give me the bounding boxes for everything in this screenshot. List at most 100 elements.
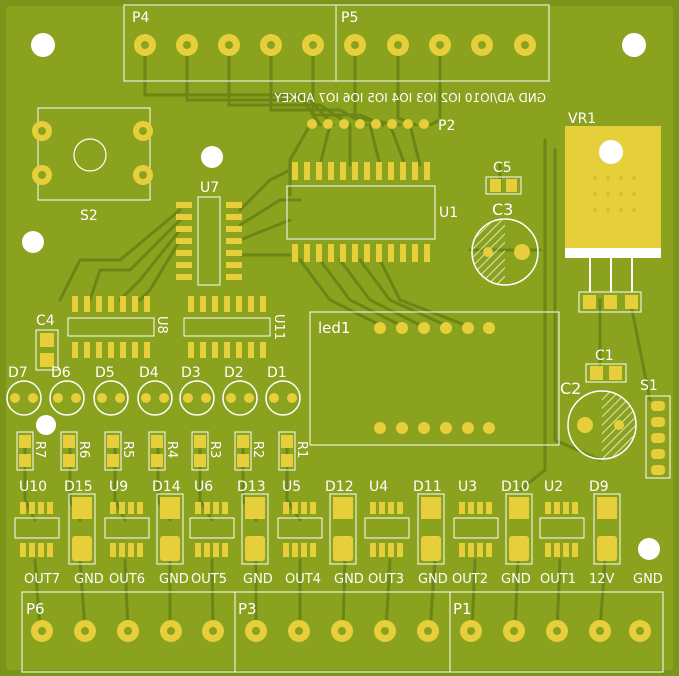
connector-pad (31, 620, 53, 642)
s2-label: S2 (80, 208, 98, 224)
diode-label: D12 (325, 479, 354, 495)
diode-d14: D14 (152, 479, 184, 565)
resistor-r7: R7 (16, 431, 47, 471)
led-label: D2 (224, 365, 244, 381)
driver-u3: U3 (453, 479, 499, 557)
diode-d11: D11 (413, 479, 445, 565)
vr1-label: VR1 (568, 111, 596, 127)
mounting-hole-bottom-right (638, 538, 660, 560)
copper-pour (6, 6, 673, 670)
diode-label: D15 (64, 479, 93, 495)
driver-label: U5 (282, 479, 301, 495)
driver-label: U2 (544, 479, 563, 495)
ic-u11: U11 (183, 296, 286, 358)
mounting-holes (22, 33, 660, 560)
led-d5: D5 (93, 365, 129, 416)
resistor-label: R1 (294, 441, 309, 458)
connector-pad (74, 620, 96, 642)
connector-pad (629, 620, 651, 642)
bottom-pin-label: OUT5 (191, 572, 227, 587)
mounting-hole-top-right (622, 33, 646, 57)
capacitor-c5: C5 (485, 160, 522, 195)
bottom-pin-label: OUT1 (540, 572, 576, 587)
connector-p5: P5 (335, 4, 550, 82)
diode-label: D11 (413, 479, 442, 495)
resistor-row: R7 R6 R5 R4 R3 R2 R1 (16, 431, 309, 471)
connector-pad (160, 620, 182, 642)
bottom-pin-label: OUT2 (452, 572, 488, 587)
bottom-pads (31, 620, 651, 642)
connector-pad (288, 620, 310, 642)
driver-u5: U5 (277, 479, 323, 557)
u7-label: U7 (200, 180, 219, 196)
connector-pad (460, 620, 482, 642)
led-label: D5 (95, 365, 115, 381)
led-label: D4 (139, 365, 159, 381)
connector-pad (202, 620, 224, 642)
capacitor-c2: C2 (560, 379, 637, 460)
led-d6: D6 (49, 365, 85, 416)
mounting-hole-center (201, 146, 223, 168)
u11-label: U11 (271, 314, 286, 340)
resistor-label: R6 (76, 441, 91, 458)
header-p2: P2 (307, 118, 455, 134)
diode-label: D14 (152, 479, 181, 495)
p2-label: P2 (438, 118, 455, 134)
mounting-hole-top-left (31, 33, 55, 57)
led-label: D6 (51, 365, 71, 381)
resistor-r6: R6 (60, 431, 91, 471)
connector-pad (374, 620, 396, 642)
resistor-label: R2 (250, 441, 265, 458)
diode-d13: D13 (237, 479, 269, 565)
mounting-hole-r-left (36, 415, 56, 435)
connector-p4: P4 (123, 4, 337, 82)
resistor-r4: R4 (148, 431, 179, 471)
bottom-pin-label: OUT3 (368, 572, 404, 587)
diode-label: D13 (237, 479, 266, 495)
s1-label: S1 (640, 378, 658, 394)
diode-label: D10 (501, 479, 530, 495)
resistor-label: R7 (32, 441, 47, 458)
p5-label: P5 (341, 10, 358, 26)
mounting-hole-left (22, 231, 44, 253)
led1-label: led1 (318, 319, 350, 337)
resistor-r1: R1 (278, 431, 309, 471)
resistor-label: R5 (120, 441, 135, 458)
driver-u9: U9 (104, 479, 150, 557)
led-d7: D7 (6, 365, 42, 416)
c1-label: C1 (595, 348, 614, 364)
c3-label: C3 (492, 200, 513, 219)
led-d4: D4 (137, 365, 173, 416)
resistor-label: R4 (164, 441, 179, 458)
diode-label: D9 (589, 479, 609, 495)
connector-pad (417, 620, 439, 642)
driver-label: U4 (369, 479, 388, 495)
bottom-pin-label: GND (501, 572, 531, 587)
connector-pad (331, 620, 353, 642)
driver-u6: U6 (189, 479, 235, 557)
switch-s2: S2 (32, 107, 153, 224)
connector-pad (117, 620, 139, 642)
c4-label: C4 (36, 313, 55, 329)
bottom-pin-label: GND (334, 572, 364, 587)
driver-u10: U10 (14, 479, 60, 557)
connector-pad (546, 620, 568, 642)
ic-u1: U1 (286, 162, 458, 262)
resistor-r2: R2 (234, 431, 265, 471)
diode-d10: D10 (501, 479, 533, 565)
resistor-label: R3 (207, 441, 222, 458)
p4-label: P4 (132, 10, 149, 26)
bottom-pin-label: GND (243, 572, 273, 587)
led-label: D3 (181, 365, 201, 381)
bottom-pin-label: GND (159, 572, 189, 587)
driver-row: U10 U9 U6 U5 U4 U3 U2 D15 D14 D13 D12 D11 D10 D9 (14, 479, 621, 565)
p3-label: P3 (238, 600, 257, 618)
led-d2: D2 (222, 365, 258, 416)
ic-u7: U7 (176, 180, 242, 286)
connector-pad (245, 620, 267, 642)
p1-label: P1 (453, 600, 472, 618)
display-led1: led1 (309, 311, 560, 446)
capacitor-c3: C3 (471, 200, 539, 286)
